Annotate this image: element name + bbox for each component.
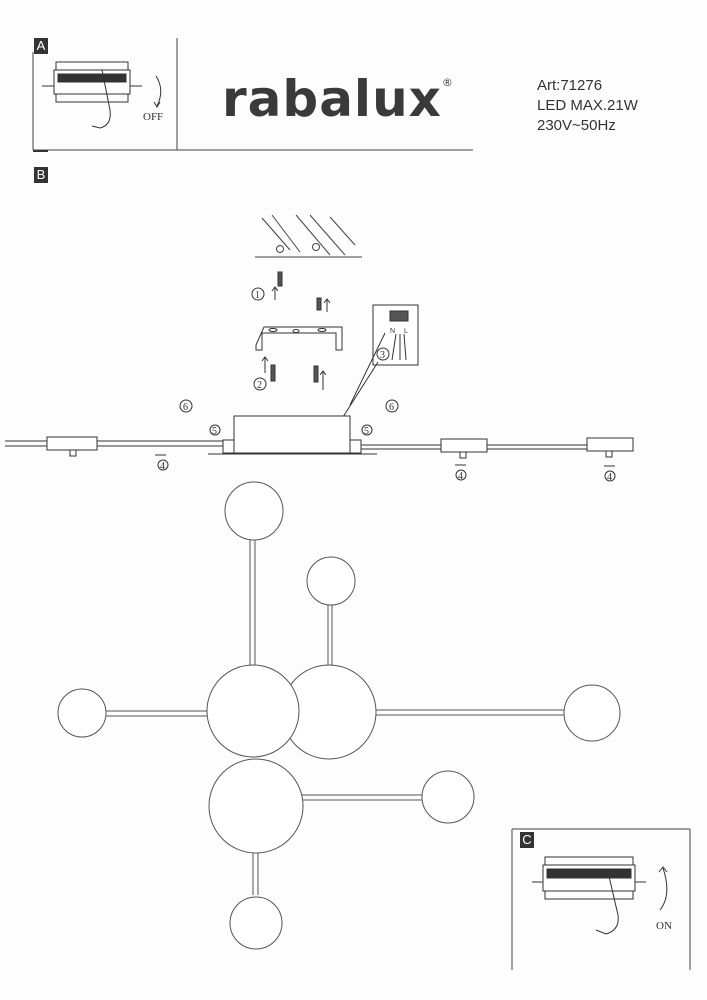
- section-label-c: C: [520, 832, 534, 848]
- svg-text:5: 5: [364, 426, 369, 437]
- svg-text:4: 4: [160, 461, 165, 472]
- mounting-bracket: [255, 326, 343, 351]
- lamp-outline: [57, 481, 621, 950]
- svg-text:N: N: [390, 328, 395, 335]
- breaker-panel-off-illustration: [42, 61, 162, 129]
- voltage-rating: 230V~50Hz: [537, 117, 616, 134]
- on-label: ON: [656, 920, 672, 932]
- svg-text:4: 4: [607, 472, 612, 483]
- brand-logo: rabalux®: [222, 70, 454, 128]
- section-label-a: A: [34, 38, 48, 54]
- section-label-b: B: [34, 167, 48, 183]
- svg-text:4: 4: [458, 471, 463, 482]
- ceiling-illustration: [255, 214, 362, 258]
- step-numbers: 1 2 3 4 4 4 5 5 6 6 N L: [160, 290, 612, 483]
- svg-text:L: L: [404, 328, 408, 335]
- svg-text:6: 6: [389, 402, 394, 413]
- article-number: Art:71276: [537, 77, 603, 94]
- driver-box: [233, 415, 351, 454]
- off-label: OFF: [143, 111, 164, 123]
- svg-text:1: 1: [255, 290, 260, 301]
- svg-text:6: 6: [183, 402, 188, 413]
- product-specs: Art:71276 LED MAX.21W 230V~50Hz: [537, 76, 638, 136]
- breaker-panel-on-illustration: [532, 856, 668, 935]
- power-rating: LED MAX.21W: [537, 97, 638, 114]
- svg-text:3: 3: [380, 350, 385, 361]
- svg-text:5: 5: [212, 426, 217, 437]
- svg-text:2: 2: [257, 380, 262, 391]
